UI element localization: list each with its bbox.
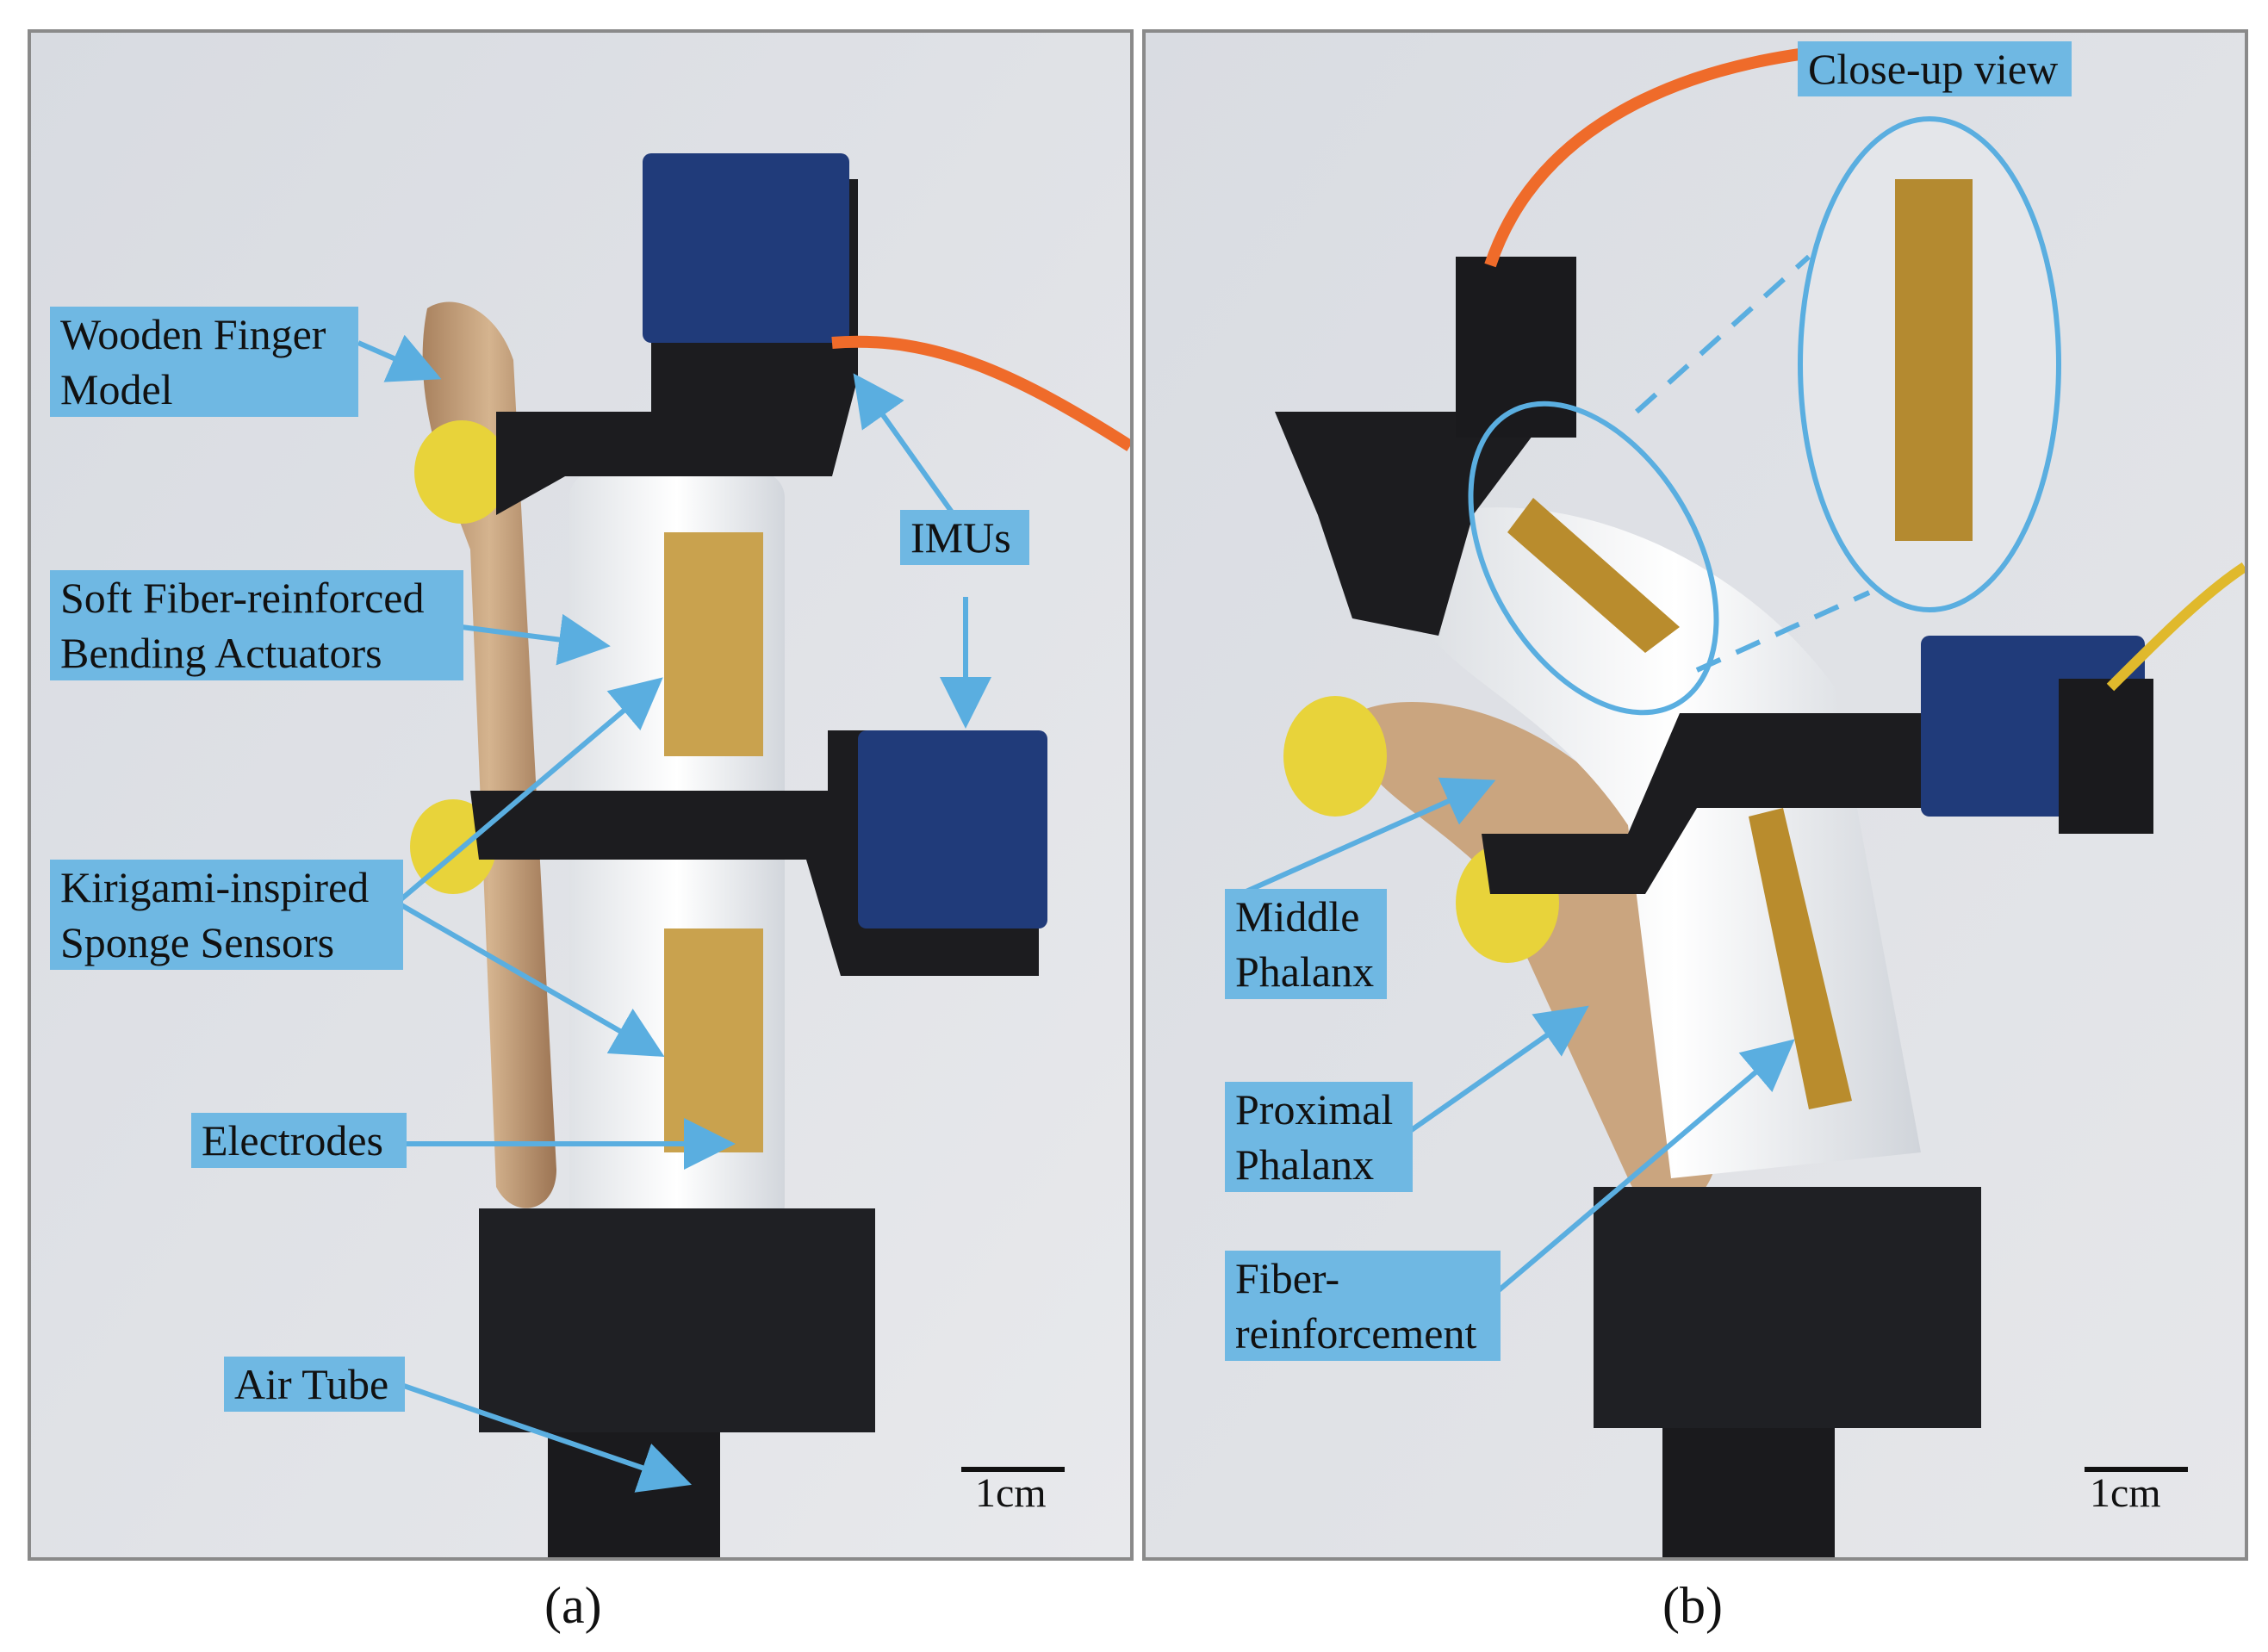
sensor-highlight-ellipse <box>1468 401 1719 716</box>
label-electrodes: Electrodes <box>191 1113 407 1168</box>
orange-wires <box>1484 44 1836 268</box>
label-proximal-phalanx: Proximal Phalanx <box>1225 1082 1413 1192</box>
yellow-strap <box>414 420 509 524</box>
yellow-strap <box>1283 696 1387 817</box>
base-stem <box>1662 1428 1835 1557</box>
label-proximal-line1: Proximal <box>1235 1085 1394 1133</box>
label-actuators-line2: Bending Actuators <box>60 629 382 677</box>
black-base <box>1594 1187 1981 1428</box>
arrow-proximal-phalanx <box>1402 1005 1589 1138</box>
label-fiber-reinforcement: Fiber- reinforcement <box>1225 1251 1501 1361</box>
label-actuators: Soft Fiber-reinforced Bending Actuators <box>50 570 463 680</box>
caption-a: (a) <box>544 1577 602 1634</box>
label-closeup: Close-up view <box>1798 41 2072 96</box>
sponge-sensor-top <box>1507 498 1680 653</box>
arrow-wooden-finger <box>357 334 442 382</box>
label-proximal-line2: Phalanx <box>1235 1140 1375 1189</box>
label-fiber-line2: reinforcement <box>1235 1309 1477 1357</box>
wooden-finger <box>422 301 556 1208</box>
black-base <box>479 1208 875 1432</box>
scale-label-b: 1cm <box>2090 1470 2161 1516</box>
arrow-sensor-top <box>395 677 663 905</box>
imu-board-top <box>643 153 849 343</box>
closeup-sensor <box>1895 179 1973 541</box>
scale-bar <box>2085 1467 2188 1472</box>
label-fiber-line1: Fiber- <box>1235 1254 1340 1302</box>
arrow-sensor-bottom <box>395 900 665 1057</box>
closeup-link-line-1 <box>1634 254 1811 414</box>
label-middle-line1: Middle <box>1235 892 1360 941</box>
label-sensors: Kirigami-inspired Sponge Sensors <box>50 860 403 970</box>
label-electrodes-text: Electrodes <box>202 1116 384 1164</box>
label-actuators-line1: Soft Fiber-reinforced <box>60 574 425 622</box>
caption-b: (b) <box>1662 1577 1723 1634</box>
arrow-fiber <box>1497 1039 1795 1293</box>
label-imus-text: IMUs <box>910 513 1011 562</box>
black-bracket-top <box>1275 412 1550 636</box>
label-wooden-finger-line2: Model <box>60 365 173 413</box>
base-stem <box>548 1432 720 1557</box>
label-closeup-text: Close-up view <box>1808 45 2059 93</box>
scale-label-a: 1cm <box>975 1470 1047 1516</box>
label-sensors-line1: Kirigami-inspired <box>60 863 370 911</box>
arrow-imu-top <box>853 373 960 521</box>
sponge-sensor-top <box>664 532 763 756</box>
label-air-tube: Air Tube <box>224 1357 405 1412</box>
sponge-sensor-bottom <box>664 928 763 1152</box>
sponge-sensor-bottom <box>1749 808 1852 1109</box>
photo-panel-a <box>28 29 1134 1561</box>
scale-bar <box>961 1467 1065 1472</box>
black-bracket-middle <box>1482 713 2007 894</box>
imu-board-middle <box>858 730 1047 928</box>
label-air-tube-text: Air Tube <box>234 1360 389 1408</box>
arrow-middle-phalanx <box>1239 777 1496 897</box>
label-wooden-finger: Wooden Finger Model <box>50 307 358 417</box>
label-wooden-finger-line1: Wooden Finger <box>60 310 326 358</box>
label-middle-phalanx: Middle Phalanx <box>1225 889 1387 999</box>
label-middle-line2: Phalanx <box>1235 947 1375 996</box>
arrow-actuator <box>461 613 611 666</box>
connector-middle <box>2059 679 2153 834</box>
photo-panel-a-drawing <box>31 33 1130 1557</box>
closeup-link-line-2 <box>1695 590 1871 673</box>
photo-panel-b <box>1142 29 2248 1561</box>
arrow-air-tube <box>401 1382 693 1493</box>
label-sensors-line2: Sponge Sensors <box>60 918 335 966</box>
yellow-wires <box>2106 562 2245 692</box>
label-imus: IMUs <box>900 510 1029 565</box>
orange-wires <box>831 335 1130 451</box>
